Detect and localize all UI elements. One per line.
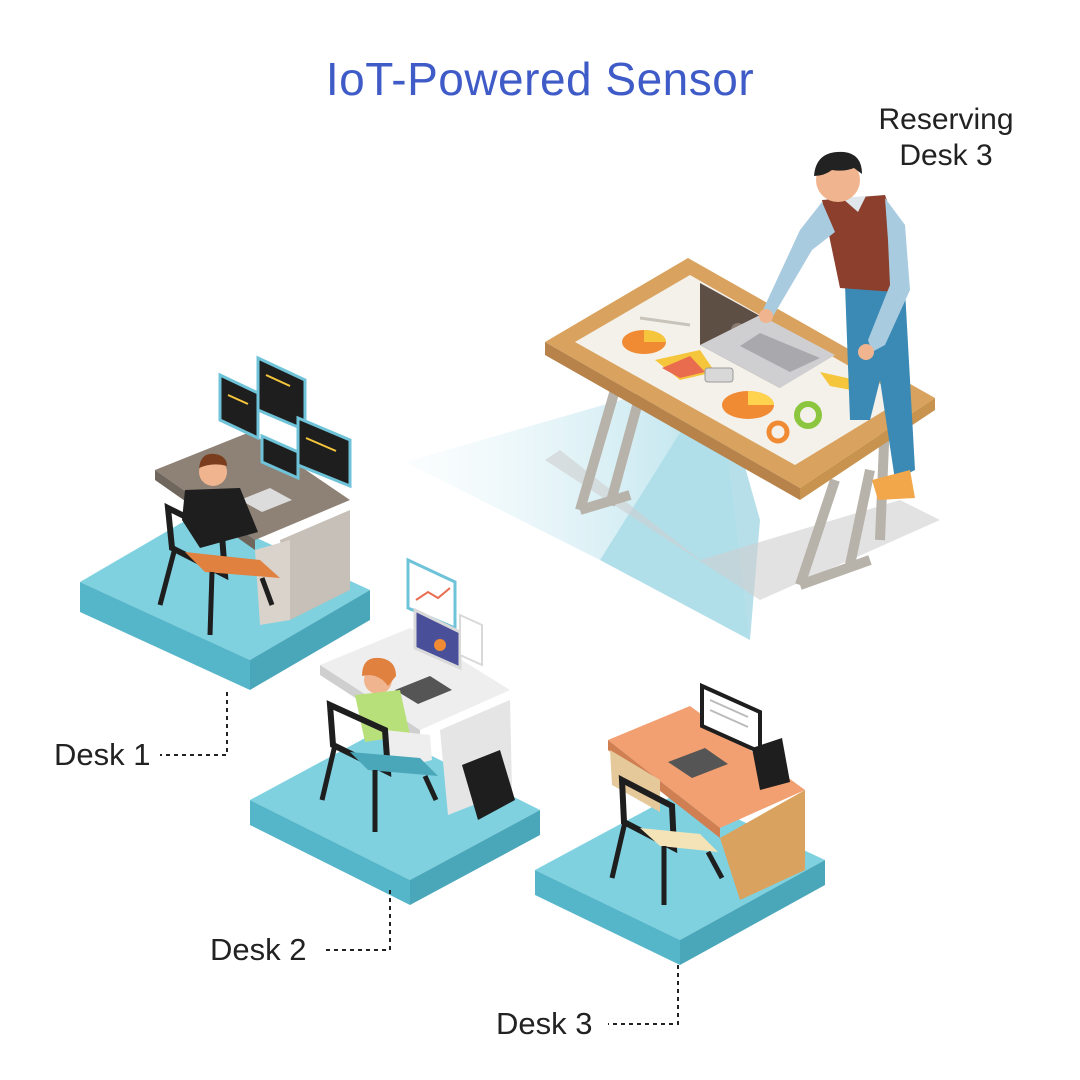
desk-1-station <box>80 355 370 690</box>
man-reserving-desk <box>759 151 915 500</box>
desk-2-label: Desk 2 <box>210 932 307 967</box>
reservation-label: Reserving Desk 3 <box>858 102 1034 174</box>
desk-3-station <box>535 682 825 965</box>
laptop <box>700 283 835 388</box>
iot-sensor-device <box>704 367 734 383</box>
touch-screen-surface <box>575 275 905 465</box>
desk-2-pc-tower <box>462 750 515 820</box>
desk-label-leaders <box>160 692 679 1025</box>
desk-1-monitors <box>218 355 352 489</box>
desk-3-label: Desk 3 <box>496 1006 593 1041</box>
desk-1-label: Desk 1 <box>54 737 151 772</box>
reservation-line-1: Reserving <box>878 103 1014 136</box>
desk-2-monitors <box>406 557 483 671</box>
desk-2-station <box>250 557 540 905</box>
page-title: IoT-Powered Sensor <box>325 53 755 105</box>
reservation-line-2: Desk 3 <box>899 139 993 172</box>
